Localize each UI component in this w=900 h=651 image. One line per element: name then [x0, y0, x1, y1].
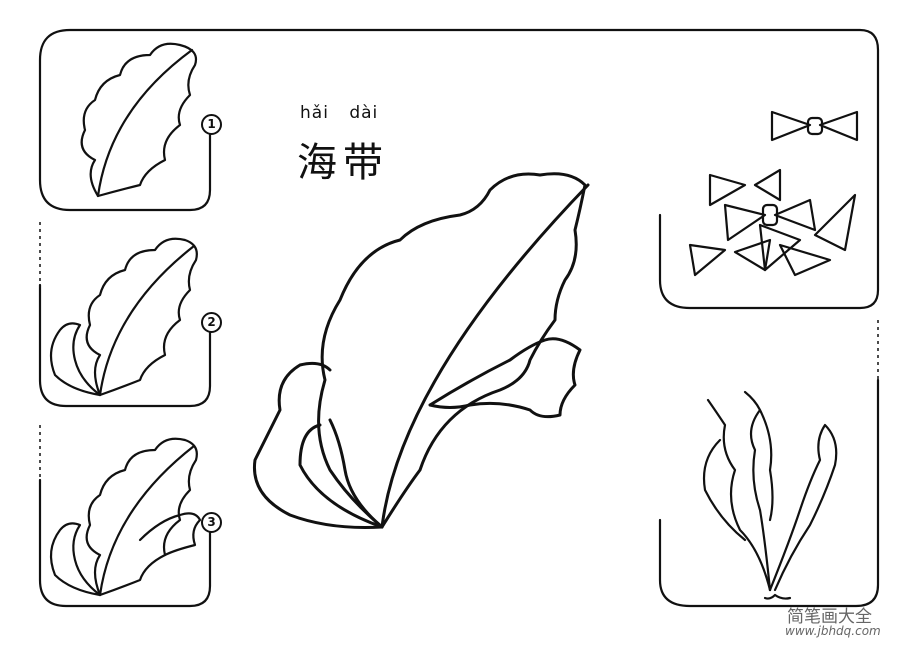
kelp-step-3 — [49, 437, 202, 597]
step-3-badge: 3 — [201, 512, 222, 533]
seaweed-strands — [702, 390, 838, 600]
watermark-name: 简笔画大全 — [787, 607, 872, 627]
kelp-step-2 — [49, 237, 198, 397]
panel-frames — [38, 28, 880, 608]
step-1-badge: 1 — [201, 114, 222, 135]
watermark-url: www.jbhdq.com — [785, 624, 881, 638]
title-pinyin: hǎi dài — [300, 103, 379, 123]
kelp-step-1 — [80, 42, 198, 198]
step-2-badge: 2 — [201, 312, 222, 333]
title-hanzi: 海带 — [297, 140, 389, 186]
main-kelp-drawing — [252, 172, 590, 529]
dried-kelp-bundles — [688, 110, 859, 277]
